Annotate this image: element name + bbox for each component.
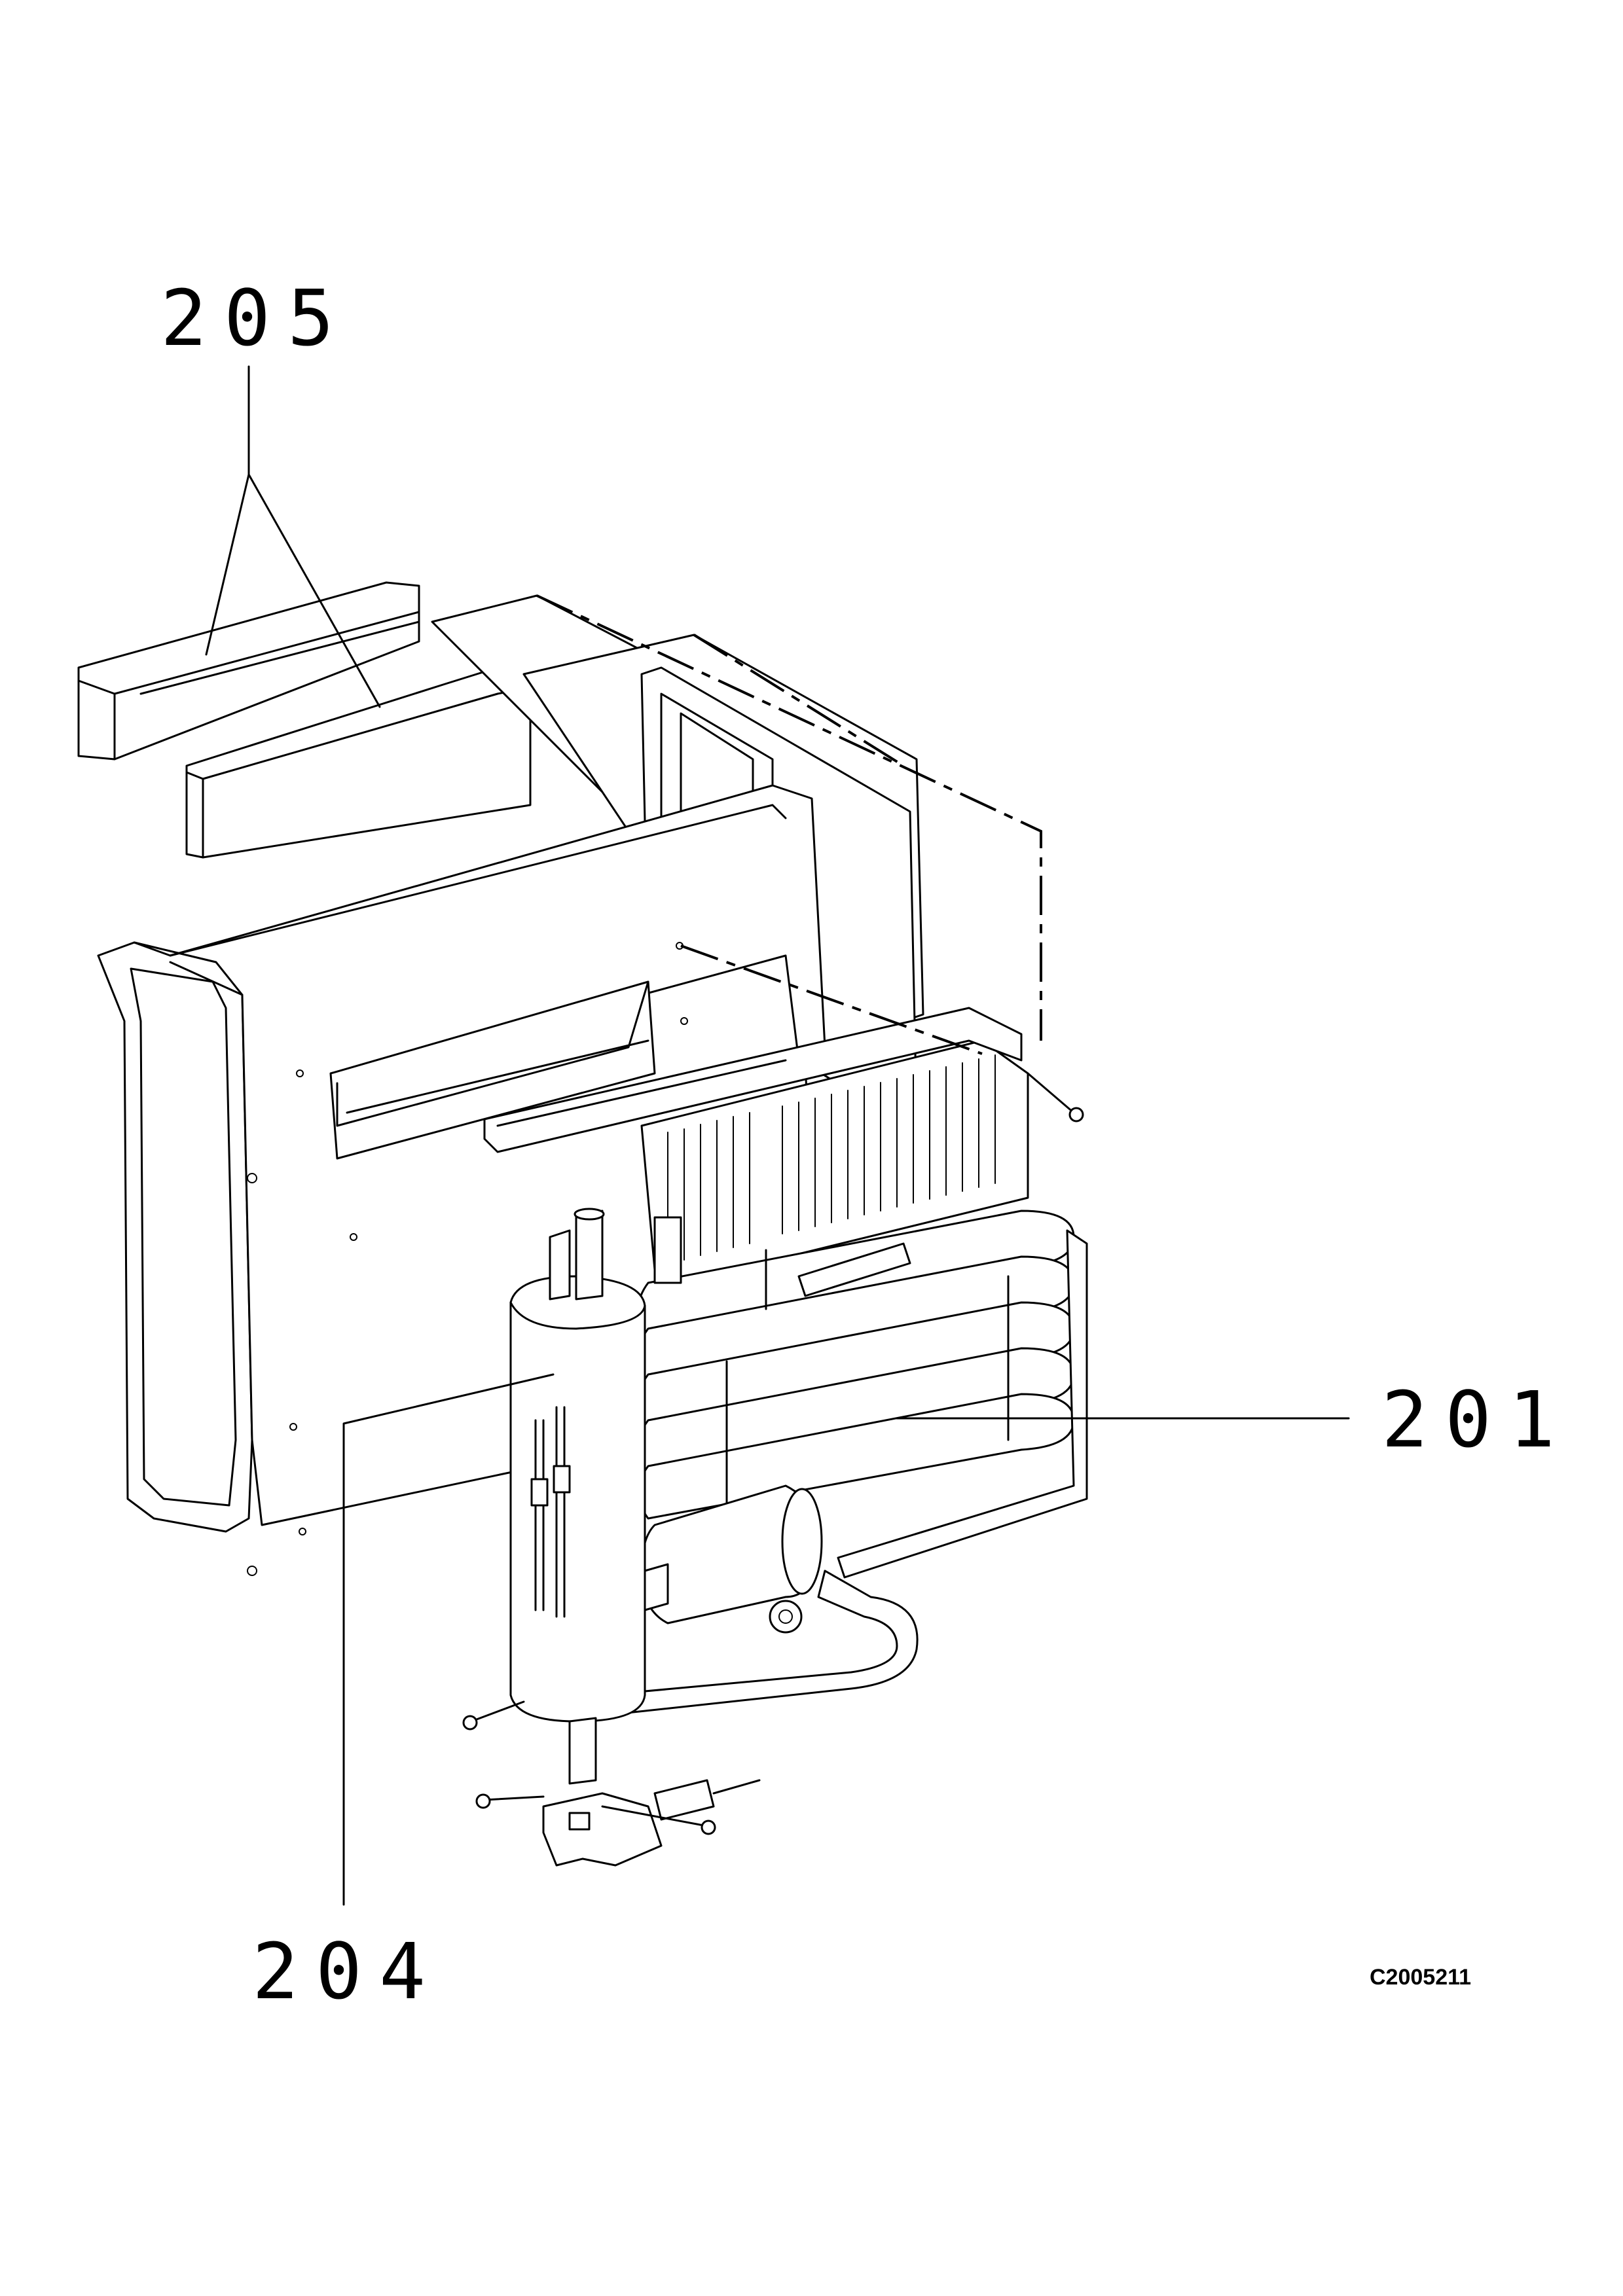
boiler-204: [509, 1208, 669, 1785]
callout-205: 205: [160, 273, 351, 363]
burner-bracket: [462, 1072, 1084, 1867]
cooling-unit-201: [483, 1007, 1088, 1716]
callout-204: 204: [252, 1926, 443, 2017]
callout-201: 201: [1381, 1374, 1572, 1465]
drawing-code: C2005211: [1370, 1965, 1471, 1990]
leader-lines: [205, 365, 1350, 1906]
assembly-lines: [536, 594, 1042, 1055]
